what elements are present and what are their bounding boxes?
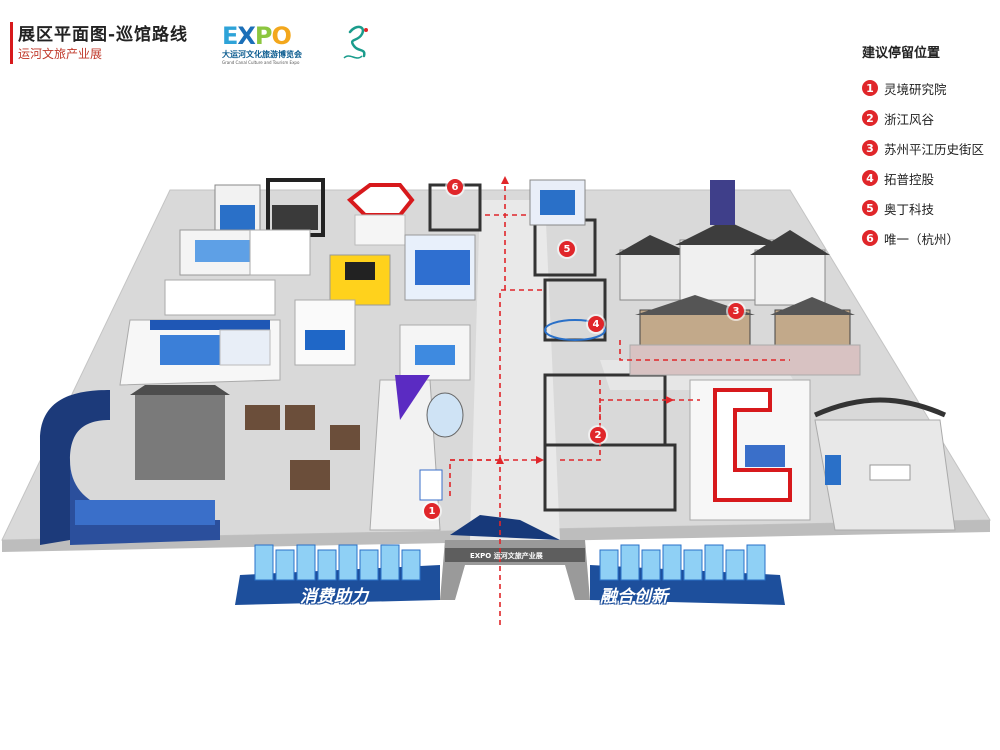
- legend-number-badge: 2: [862, 110, 878, 126]
- legend-number-badge: 3: [862, 140, 878, 156]
- entrance-sign-right: [590, 544, 785, 605]
- floor-plan-drawing: [1, 176, 991, 625]
- legend-number-badge: 1: [862, 80, 878, 96]
- legend-item: 4 拓普控股: [862, 167, 984, 189]
- booth-far-right: [813, 397, 956, 531]
- legend-label: 拓普控股: [884, 171, 935, 187]
- pavilion-booth: [130, 385, 360, 490]
- expo-letter-x: X: [237, 22, 255, 50]
- legend-label: 灵境研究院: [884, 81, 947, 97]
- title-accent-bar: [10, 22, 13, 64]
- map-pin-5[interactable]: 5: [559, 241, 575, 257]
- expo-letter-e: E: [222, 22, 238, 50]
- booth-pingjiang: [615, 180, 861, 376]
- expo-logo-name-en: Grand Canal Culture and Tourism Expo: [222, 60, 300, 65]
- page-subtitle: 运河文旅产业展: [18, 47, 103, 61]
- legend-label: 浙江风谷: [884, 111, 935, 127]
- entrance-sign-left: [235, 544, 440, 605]
- tour-route: [449, 176, 790, 625]
- expo-logo: EXPO 大运河文化旅游博览会 Grand Canal Culture and …: [222, 24, 312, 68]
- expo-logo-name-cn: 大运河文化旅游博览会: [222, 50, 302, 59]
- legend-item: 6 唯一（杭州）: [862, 227, 984, 249]
- page-title: 展区平面图-巡馆路线: [18, 25, 189, 45]
- legend-label: 苏州平江历史街区: [884, 141, 985, 157]
- jiangsu-logo: [330, 22, 390, 70]
- map-pin-6[interactable]: 6: [447, 179, 463, 195]
- expo-logo-word: EXPO: [222, 24, 312, 48]
- map-pin-4[interactable]: 4: [588, 316, 604, 332]
- gate-label: EXPO 运河文旅产业展: [470, 552, 543, 560]
- stop-legend: 建议停留位置 1 灵境研究院 2 浙江风谷 3 苏州平江历史街区 4 拓普控股 …: [862, 42, 984, 257]
- sign-text-right: 融合创新: [600, 587, 668, 607]
- floor-plan-map[interactable]: 消费助力 融合创新 EXPO 运河文旅产业展 1 2 3 4 5 6: [0, 170, 1000, 630]
- legend-item: 1 灵境研究院: [862, 77, 984, 99]
- booth-curved-blue: [40, 390, 220, 545]
- booth-lingjing: [369, 375, 464, 531]
- sign-text-left: 消费助力: [300, 587, 368, 607]
- jiangsu-logo-mark: [343, 25, 368, 59]
- legend-item: 2 浙江风谷: [862, 107, 984, 129]
- legend-number-badge: 6: [862, 230, 878, 246]
- legend-item: 5 奥丁科技: [862, 197, 984, 219]
- booth-left-middle: [119, 319, 281, 386]
- legend-number-badge: 4: [862, 170, 878, 186]
- map-pin-3[interactable]: 3: [728, 303, 744, 319]
- map-pin-2[interactable]: 2: [590, 427, 606, 443]
- booth-row-2: [164, 229, 391, 316]
- legend-title: 建议停留位置: [862, 46, 941, 61]
- map-pin-1[interactable]: 1: [424, 503, 440, 519]
- entrance-gate: [440, 515, 590, 600]
- booth-zhejiang-right: [689, 379, 811, 521]
- expo-letter-o: O: [271, 22, 292, 50]
- expo-letter-p: P: [254, 22, 273, 50]
- booth-middle: [294, 234, 476, 381]
- legend-number-badge: 5: [862, 200, 878, 216]
- central-aisle: [470, 200, 560, 540]
- legend-item: 3 苏州平江历史街区: [862, 137, 984, 159]
- legend-label: 奥丁科技: [884, 201, 935, 217]
- legend-label: 唯一（杭州）: [884, 231, 960, 247]
